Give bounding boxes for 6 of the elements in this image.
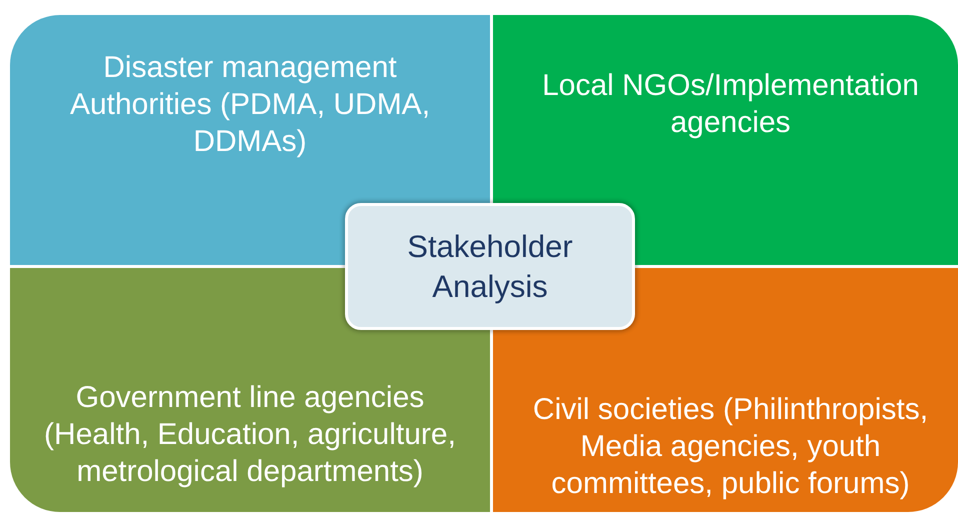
center-box [345,203,635,330]
quadrant-text: Civil societies (Philinthropists, Media agencies, youth committees, public forums) [532,392,930,502]
quadrant-text: Disaster management Authorities (PDMA, UDMA, DDMAs) [68,50,432,160]
quadrant-text: Government line agencies (Health, Education, agriculture, metrological departments) [43,380,457,490]
quadrant-text: Local NGOs/Implementation agencies [541,68,920,141]
center-title: Stakeholder Analysis [406,228,574,306]
